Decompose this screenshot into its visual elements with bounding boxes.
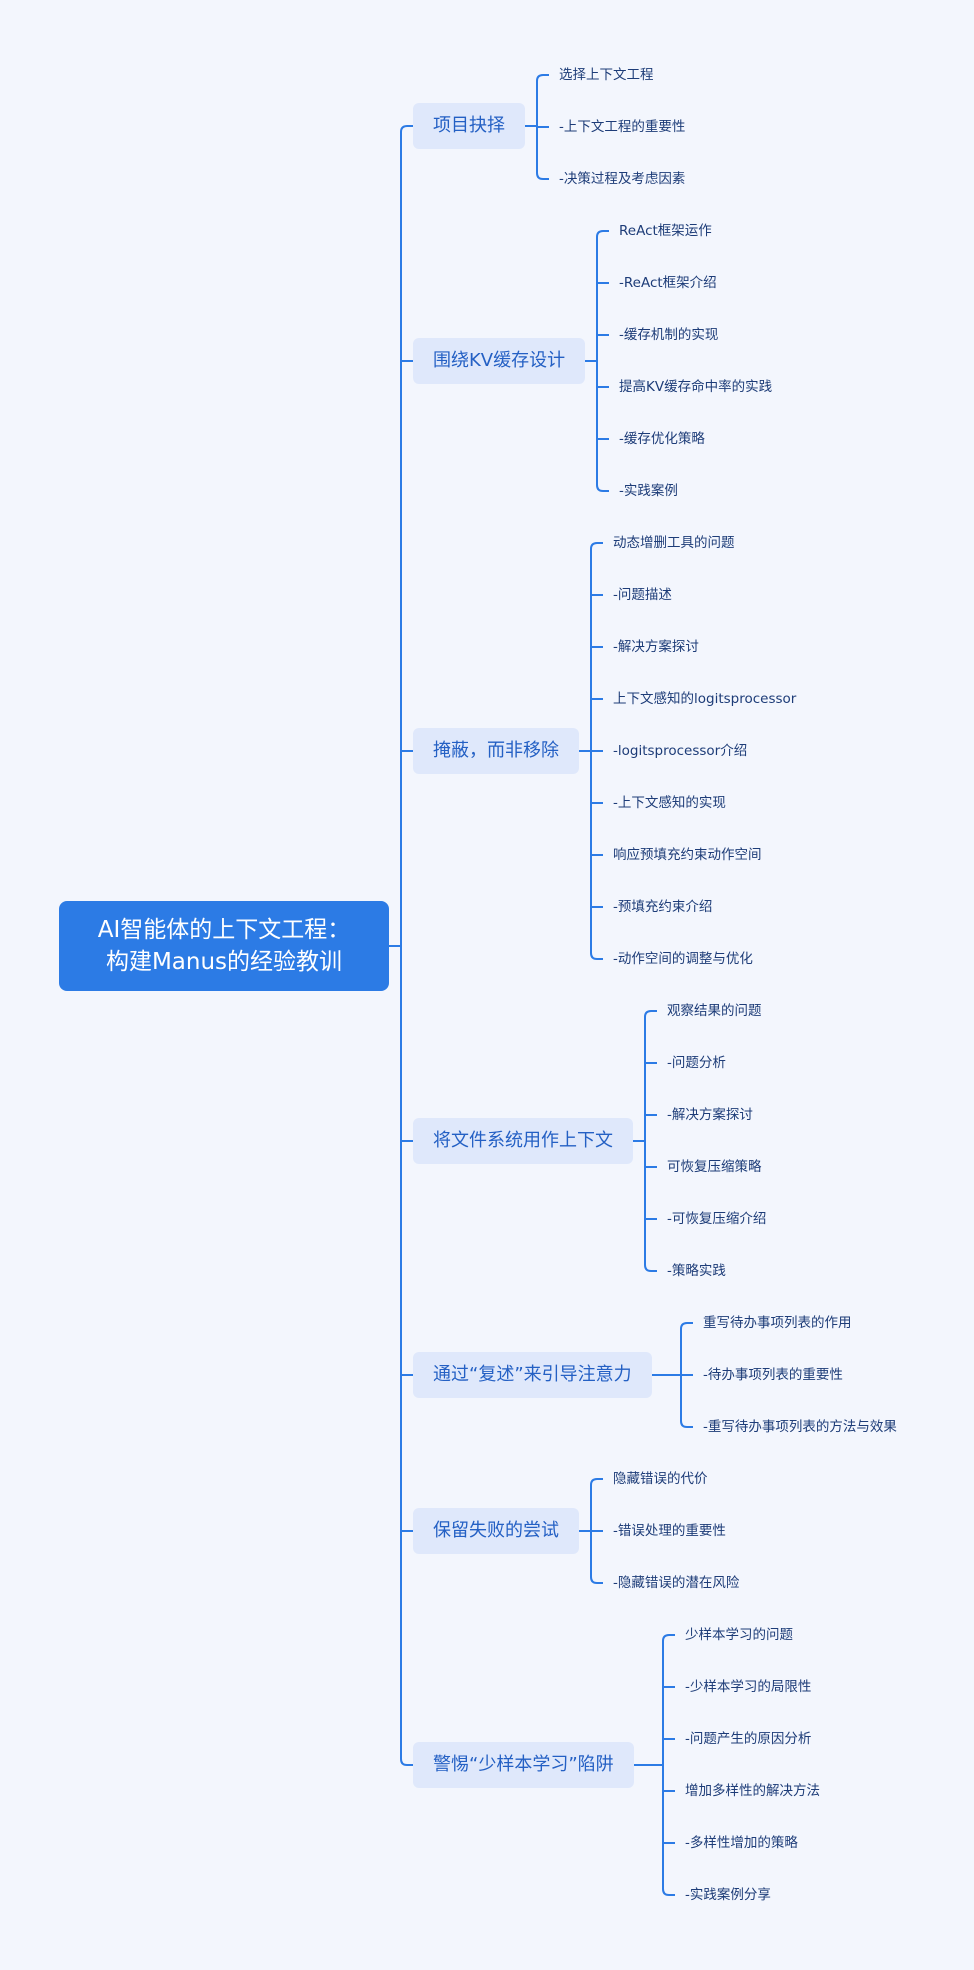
- branch-project-choice[interactable]: 项目抉择: [413, 103, 525, 149]
- root-topic[interactable]: AI智能体的上下文工程： 构建Manus的经验教训: [59, 901, 389, 991]
- connector-line: [680, 1420, 693, 1428]
- connector-line: [590, 952, 603, 960]
- leaf-node[interactable]: -待办事项列表的重要性: [703, 1367, 843, 1383]
- connector-line: [590, 1478, 603, 1486]
- leaf-node[interactable]: 选择上下文工程: [559, 67, 654, 83]
- leaf-node[interactable]: -问题分析: [667, 1055, 726, 1071]
- root-title-line-1: AI智能体的上下文工程：: [97, 917, 351, 943]
- branch-mask-not-remove[interactable]: 掩蔽，而非移除: [413, 728, 579, 774]
- connector-line: [400, 125, 413, 133]
- branch-filesystem-as-context[interactable]: 将文件系统用作上下文: [413, 1118, 633, 1164]
- branch-keep-failed-attempts[interactable]: 保留失败的尝试: [413, 1508, 579, 1554]
- leaf-node[interactable]: -缓存机制的实现: [619, 327, 719, 343]
- connector-line: [644, 1264, 657, 1272]
- leaf-node[interactable]: 提高KV缓存命中率的实践: [619, 379, 773, 395]
- connector-line: [590, 542, 603, 550]
- connector-line: [596, 484, 609, 492]
- leaf-node[interactable]: 隐藏错误的代价: [613, 1471, 708, 1487]
- connector-line: [644, 1010, 657, 1018]
- root-title-line-2: 构建Manus的经验教训: [105, 949, 343, 975]
- leaf-node[interactable]: -解决方案探讨: [613, 639, 699, 655]
- leaf-node[interactable]: 动态增删工具的问题: [613, 535, 735, 551]
- leaf-node[interactable]: -实践案例分享: [685, 1887, 771, 1903]
- connector-line: [680, 1322, 693, 1330]
- leaf-node[interactable]: 少样本学习的问题: [685, 1627, 793, 1643]
- connector-line: [536, 172, 549, 180]
- leaf-node[interactable]: 上下文感知的logitsprocessor: [613, 691, 797, 707]
- leaf-node[interactable]: -多样性增加的策略: [685, 1835, 798, 1851]
- leaf-node[interactable]: 响应预填充约束动作空间: [613, 847, 762, 863]
- connector-line: [536, 74, 549, 82]
- leaf-node[interactable]: 观察结果的问题: [667, 1003, 762, 1019]
- leaf-node[interactable]: -错误处理的重要性: [613, 1523, 726, 1539]
- leaf-node[interactable]: 增加多样性的解决方法: [685, 1783, 820, 1799]
- branch-few-shot-trap[interactable]: 警惕“少样本学习”陷阱: [413, 1742, 634, 1788]
- connector-line: [400, 1758, 413, 1766]
- leaf-node[interactable]: -决策过程及考虑因素: [559, 171, 686, 187]
- connector-line: [662, 1634, 675, 1642]
- branch-recitation-attention[interactable]: 通过“复述”来引导注意力: [413, 1352, 652, 1398]
- leaf-node[interactable]: ReAct框架运作: [619, 223, 712, 239]
- leaf-node[interactable]: -动作空间的调整与优化: [613, 951, 753, 967]
- leaf-node[interactable]: -可恢复压缩介绍: [667, 1211, 767, 1227]
- leaf-node[interactable]: -上下文工程的重要性: [559, 119, 686, 135]
- leaf-node[interactable]: -预填充约束介绍: [613, 899, 713, 915]
- leaf-node[interactable]: -logitsprocessor介绍: [613, 743, 748, 759]
- leaf-node[interactable]: 可恢复压缩策略: [667, 1159, 762, 1175]
- leaf-node[interactable]: -上下文感知的实现: [613, 795, 726, 811]
- connector-line: [590, 1576, 603, 1584]
- leaf-node[interactable]: -解决方案探讨: [667, 1107, 753, 1123]
- branch-kv-cache-design[interactable]: 围绕KV缓存设计: [413, 338, 586, 384]
- leaf-node[interactable]: -缓存优化策略: [619, 431, 705, 447]
- leaf-node[interactable]: -少样本学习的局限性: [685, 1679, 812, 1695]
- leaf-node[interactable]: -问题描述: [613, 587, 672, 603]
- leaf-node[interactable]: -问题产生的原因分析: [685, 1731, 812, 1747]
- leaf-node[interactable]: -ReAct框架介绍: [619, 275, 717, 291]
- leaf-node[interactable]: -策略实践: [667, 1263, 726, 1279]
- connector-line: [662, 1888, 675, 1896]
- leaf-node[interactable]: -隐藏错误的潜在风险: [613, 1575, 740, 1591]
- connector-line: [596, 230, 609, 238]
- leaf-node[interactable]: 重写待办事项列表的作用: [703, 1315, 852, 1331]
- leaf-node[interactable]: -实践案例: [619, 483, 678, 499]
- leaf-node[interactable]: -重写待办事项列表的方法与效果: [703, 1419, 897, 1435]
